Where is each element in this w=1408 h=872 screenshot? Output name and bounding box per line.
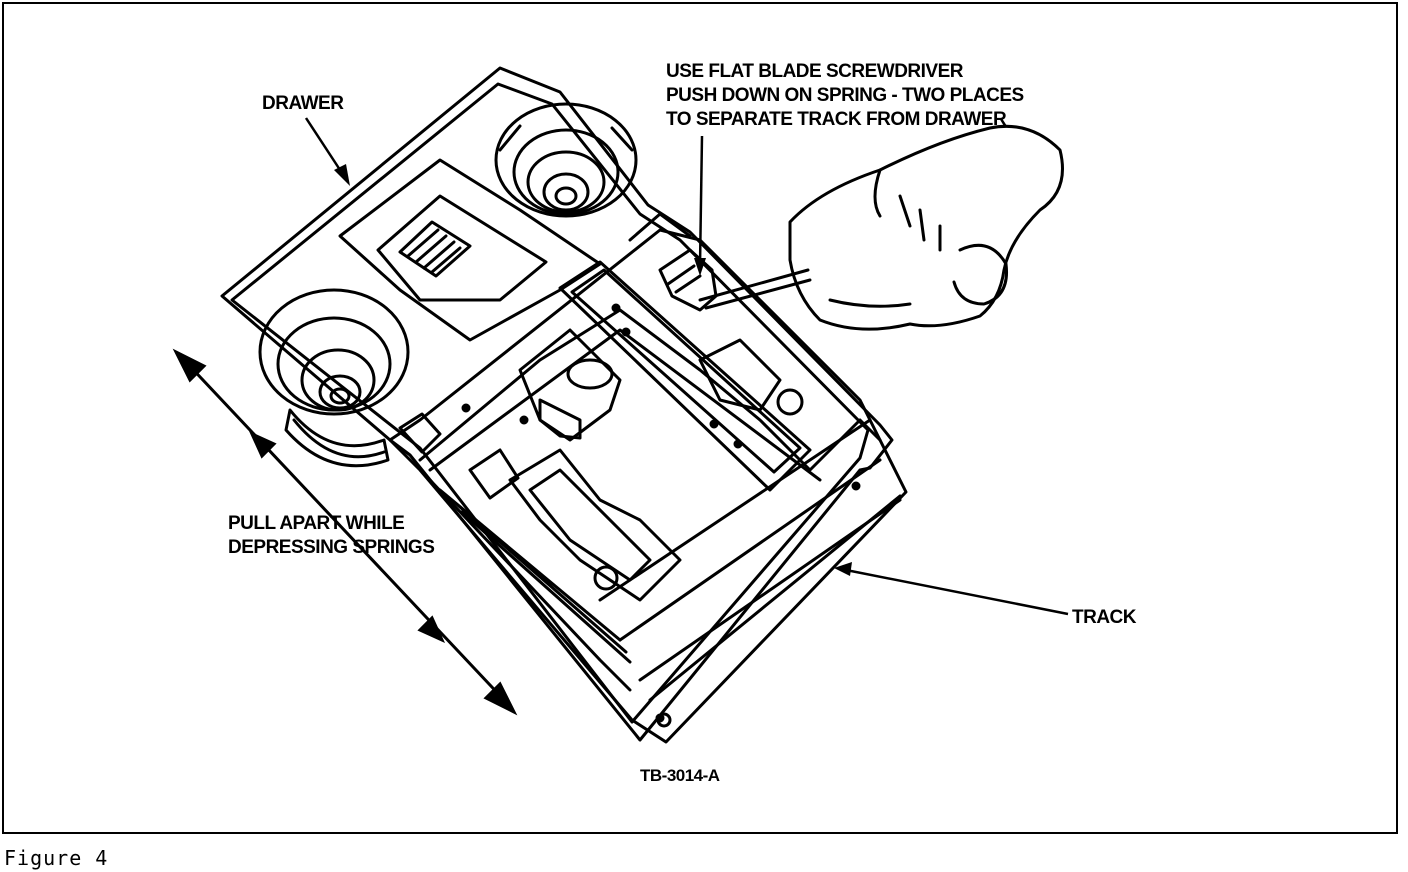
drawer-label: DRAWER — [262, 93, 344, 114]
track-label: TRACK — [1072, 607, 1137, 628]
reference-code: TB-3014-A — [640, 766, 720, 785]
spring-clip — [658, 248, 718, 312]
drawer-body — [220, 66, 894, 742]
pull-apart-line-2: DEPRESSING SPRINGS — [228, 537, 435, 558]
pull-apart-arrow — [172, 348, 518, 716]
pull-apart-line-1: PULL APART WHILE — [228, 513, 405, 534]
figure-frame — [2, 2, 1398, 834]
instruction-line-2: PUSH DOWN ON SPRING - TWO PLACES — [666, 85, 1024, 106]
track-frame — [418, 308, 882, 472]
instruction-leader — [698, 135, 704, 267]
track-leader — [845, 568, 1069, 616]
track-crossbar — [558, 260, 812, 492]
hand-with-screwdriver — [698, 124, 1064, 331]
spring-clip-lower — [398, 412, 442, 454]
cup-holder-bottom — [258, 288, 410, 468]
drawer-pocket — [338, 158, 602, 342]
instruction-line-3: TO SEPARATE TRACK FROM DRAWER — [666, 109, 1007, 130]
figure-caption: Figure 4 — [4, 846, 109, 870]
instruction-line-1: USE FLAT BLADE SCREWDRIVER — [666, 61, 963, 82]
drawer-leader — [304, 117, 346, 177]
cup-holder-top — [494, 102, 638, 218]
drawer-inner-rim — [230, 82, 870, 724]
latch-block — [398, 220, 472, 278]
